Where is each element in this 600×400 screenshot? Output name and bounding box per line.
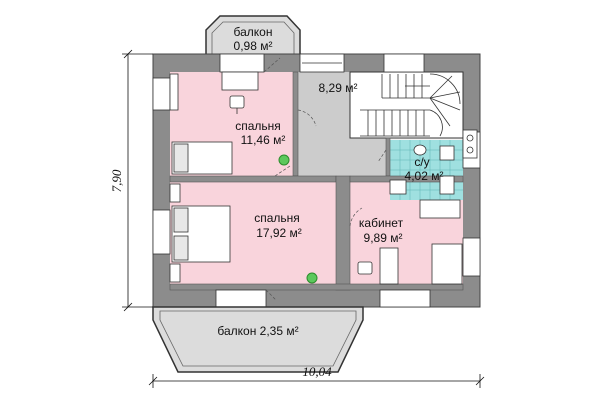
stove-icon: [462, 129, 478, 159]
stair-steps: [360, 73, 461, 137]
width-dimension: 10,04: [302, 364, 332, 379]
balcony-bottom-inner: [159, 310, 357, 367]
bedroom-small-area: 11,46 м²: [241, 133, 286, 147]
window-right-2: [462, 237, 481, 277]
balcony-top-name: балкон: [234, 25, 273, 39]
height-dimension: 7,90: [109, 169, 124, 192]
chair-icon-2: [357, 261, 373, 275]
office-area: 9,89 м²: [364, 231, 403, 245]
furniture-office: [379, 199, 463, 285]
balcony-door-top: [219, 53, 265, 73]
balcony-bottom: [152, 306, 364, 373]
balcony-bottom-label: балкон 2,35 м²: [217, 324, 298, 338]
chair-icon-1: [229, 95, 245, 114]
hall-area: 8,29 м²: [319, 81, 358, 95]
window-bottom-office: [379, 289, 431, 308]
bathroom-name: с/у: [414, 155, 429, 169]
bedroom-large-area: 17,92 м²: [256, 226, 302, 240]
dimension-vertical: [122, 49, 153, 312]
furniture-bedroom-small: [169, 71, 259, 175]
bathroom-fixtures: [389, 144, 455, 195]
bathroom-area: 4,02 м²: [405, 169, 444, 183]
interior-walls: [169, 71, 464, 291]
bedroom-large-name: спальня: [254, 211, 300, 225]
balcony-top-area: 0,98 м²: [234, 39, 273, 53]
balcony-door-bottom: [215, 289, 267, 308]
bedroom-small-name: спальня: [235, 119, 281, 133]
window-left-1: [152, 77, 171, 111]
office-name: кабинет: [359, 216, 404, 230]
plant-icon-2: [306, 272, 318, 284]
furniture-bedroom-large: [169, 183, 231, 283]
window-left-2: [152, 209, 171, 255]
plant-icon-1: [278, 154, 290, 166]
door-swings: [263, 57, 387, 301]
window-stair-top: [383, 53, 425, 73]
dimension-horizontal: [148, 374, 485, 388]
